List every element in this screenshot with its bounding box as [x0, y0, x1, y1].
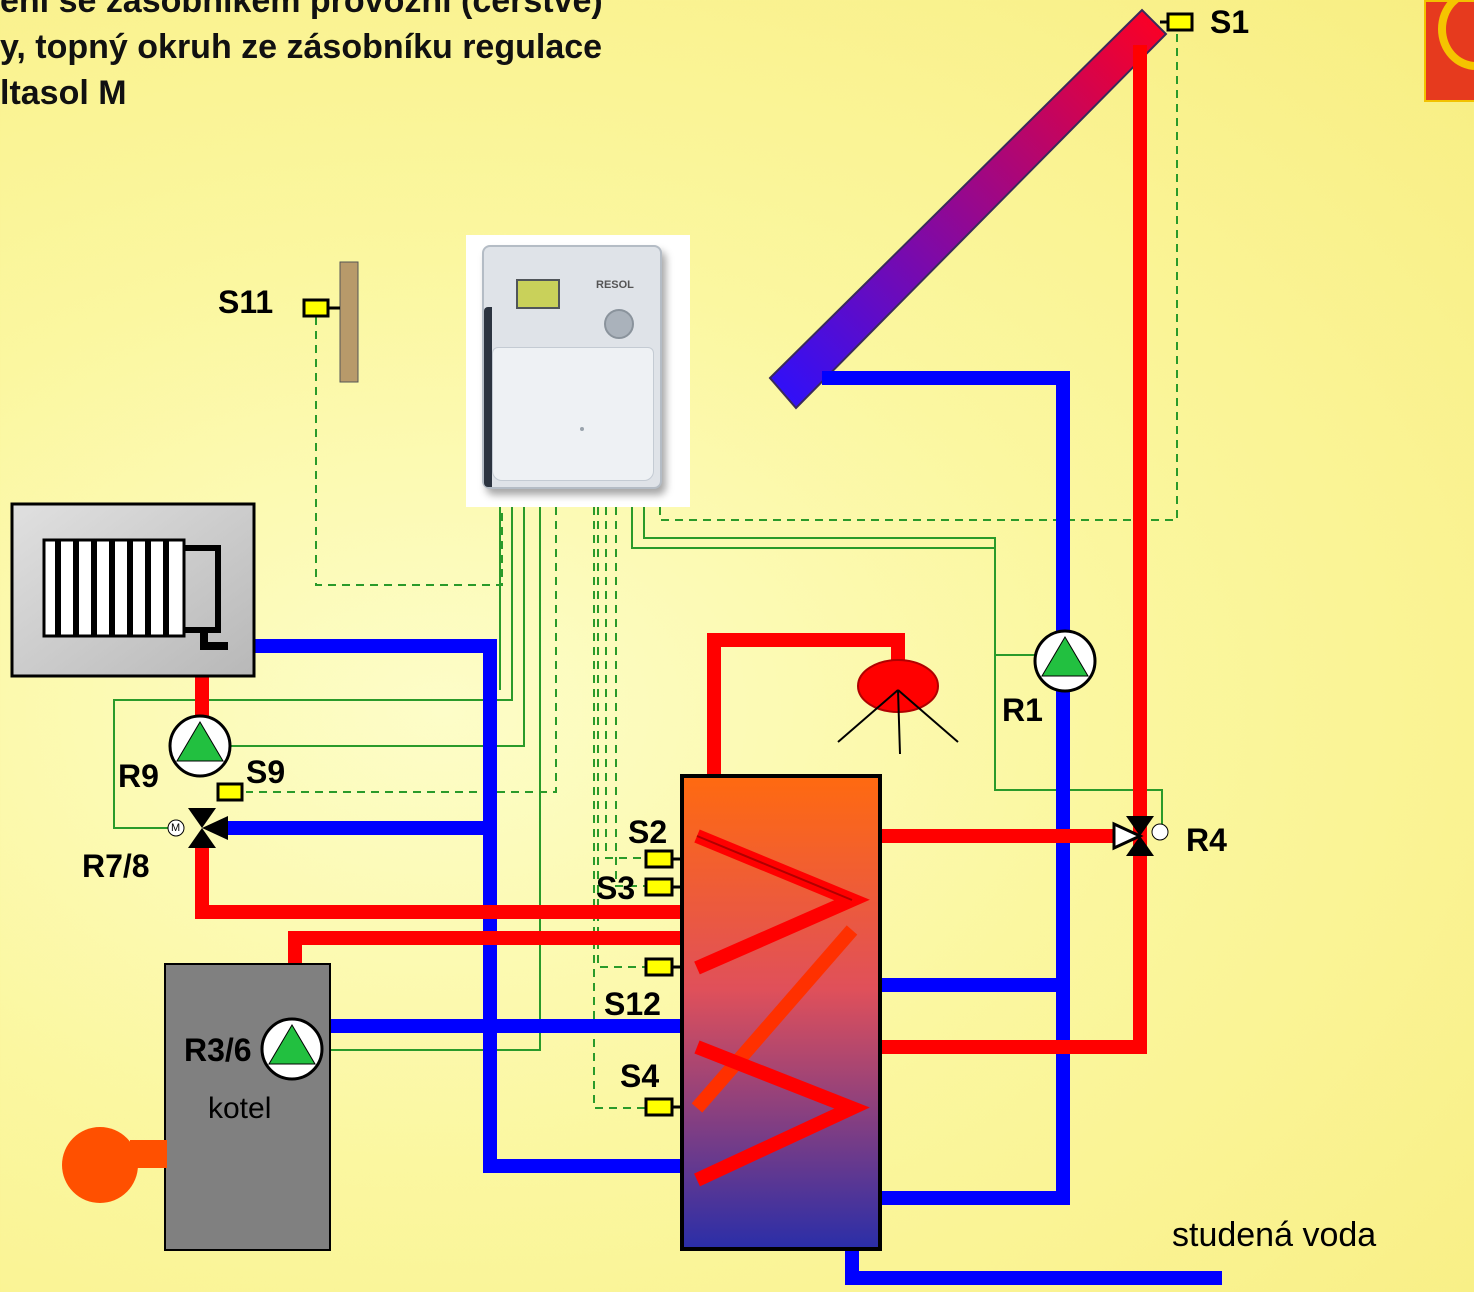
label-s11: S11: [218, 284, 274, 320]
label-s9: S9: [246, 754, 286, 790]
wire-r4: [643, 507, 1163, 825]
label-r4: R4: [1186, 822, 1227, 858]
label-r9: R9: [118, 758, 159, 794]
burner: [62, 1127, 138, 1203]
solar-controller: RESOL: [466, 235, 690, 507]
label-boiler: kotel: [208, 1092, 272, 1125]
controller-side: [484, 307, 492, 487]
diagram-title: ení se zásobníkem provozní (čerstvé) y, …: [0, 0, 603, 116]
wire-s2: [605, 507, 648, 859]
upper-coil-connector: [691, 925, 858, 1113]
controller-knob: [604, 309, 634, 339]
title-line-1: ení se zásobníkem provozní (čerstvé): [0, 0, 603, 20]
label-s4: S4: [620, 1058, 660, 1094]
wire-s3: [615, 507, 648, 887]
lower-coil: [694, 1040, 870, 1187]
pipe-mixer-out: [195, 846, 685, 919]
boiler-body: [164, 963, 331, 1251]
label-r78: R7/8: [82, 848, 150, 884]
shower-head: [837, 659, 959, 755]
sensor-s12: [644, 957, 674, 977]
pipe-dhw-out: [707, 633, 905, 810]
pump-r9: [168, 714, 232, 778]
label-r1: R1: [1002, 692, 1043, 728]
upper-coil-outline: [696, 835, 853, 901]
controller-cover: [492, 347, 654, 481]
sensor-s4: [644, 1097, 674, 1117]
label-s1: S1: [1210, 4, 1250, 40]
solar-collector: [768, 8, 1168, 410]
wire-s9: [246, 507, 557, 793]
sensor-s9: [216, 782, 244, 802]
controller-display: [516, 279, 560, 309]
label-s3: S3: [596, 870, 636, 906]
controller-led: [580, 427, 584, 431]
label-r36: R3/6: [184, 1032, 252, 1068]
controller-housing: RESOL: [482, 245, 662, 489]
title-line-3: ltasol M: [0, 74, 127, 112]
company-logo: [1424, 0, 1474, 102]
signal-wires: [113, 507, 1163, 1051]
pump-r36: [260, 1017, 324, 1081]
wire-r9-a: [113, 507, 513, 829]
sensor-s3: [644, 877, 674, 897]
radiator-fins: [42, 538, 228, 650]
sensor-wires: [246, 30, 1178, 1109]
wire-s4: [593, 507, 648, 1109]
sensor-s2: [644, 849, 674, 869]
valve-r78: [167, 808, 228, 848]
wire-r1: [631, 507, 1036, 656]
wire-r36: [322, 507, 541, 1051]
controller-brand: RESOL: [596, 279, 634, 291]
title-line-2: y, topný okruh ze zásobníku regulace: [0, 28, 603, 66]
wire-s1: [659, 30, 1178, 521]
label-s12: S12: [604, 986, 661, 1022]
sensor-s1: [1166, 12, 1194, 32]
outdoor-wall: [339, 261, 359, 383]
tank-coils: [691, 829, 870, 1187]
label-s2: S2: [628, 814, 668, 850]
valve-r4: [1112, 816, 1169, 856]
wire-s12: [597, 507, 648, 968]
wire-r9-b: [230, 507, 525, 747]
wire-s11: [315, 317, 503, 586]
label-cold-water: studená voda: [1172, 1216, 1377, 1254]
sensor-s11: [302, 298, 330, 318]
motor-label: M: [171, 822, 181, 834]
pump-r1: [1033, 629, 1097, 693]
